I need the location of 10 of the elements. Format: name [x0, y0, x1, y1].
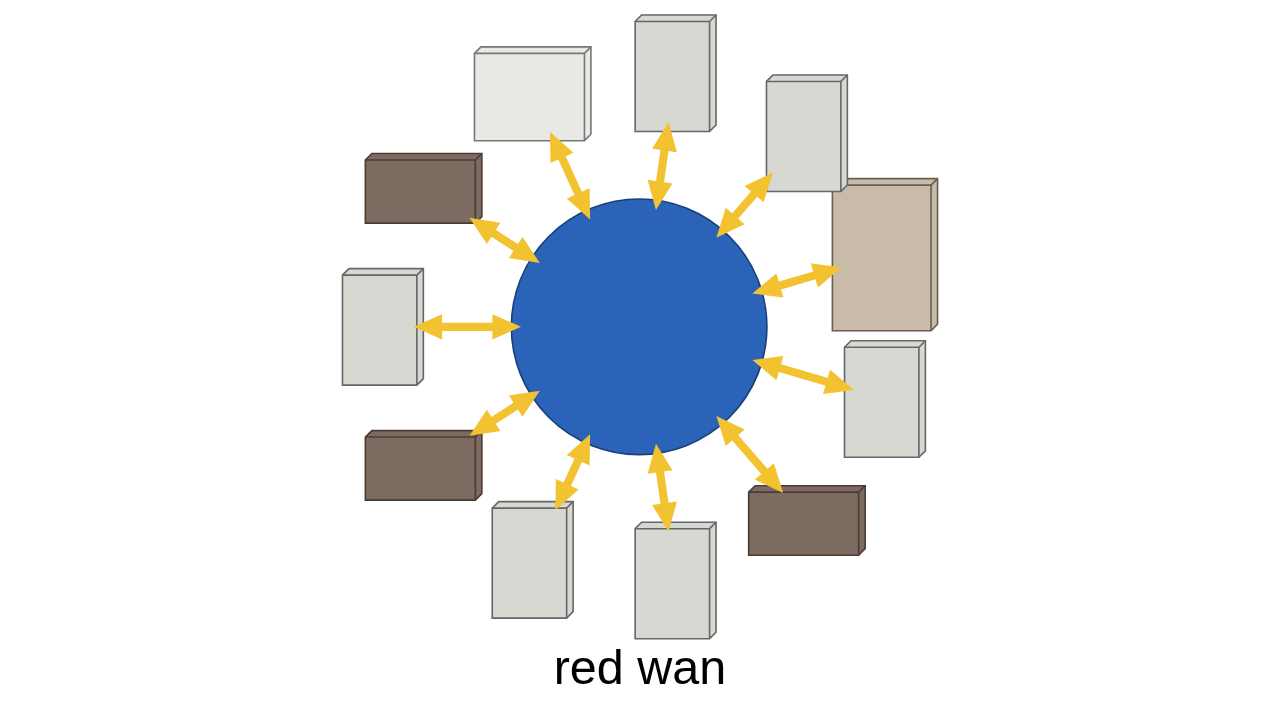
- caption: red wan: [553, 639, 727, 694]
- arrow: [716, 416, 784, 494]
- arrow: [647, 122, 677, 211]
- arrow: [413, 314, 522, 340]
- arrow: [647, 443, 677, 532]
- arrow: [716, 172, 773, 238]
- arrow: [469, 217, 540, 264]
- arrow: [752, 263, 842, 298]
- arrow: [752, 356, 855, 394]
- arrow: [550, 131, 591, 220]
